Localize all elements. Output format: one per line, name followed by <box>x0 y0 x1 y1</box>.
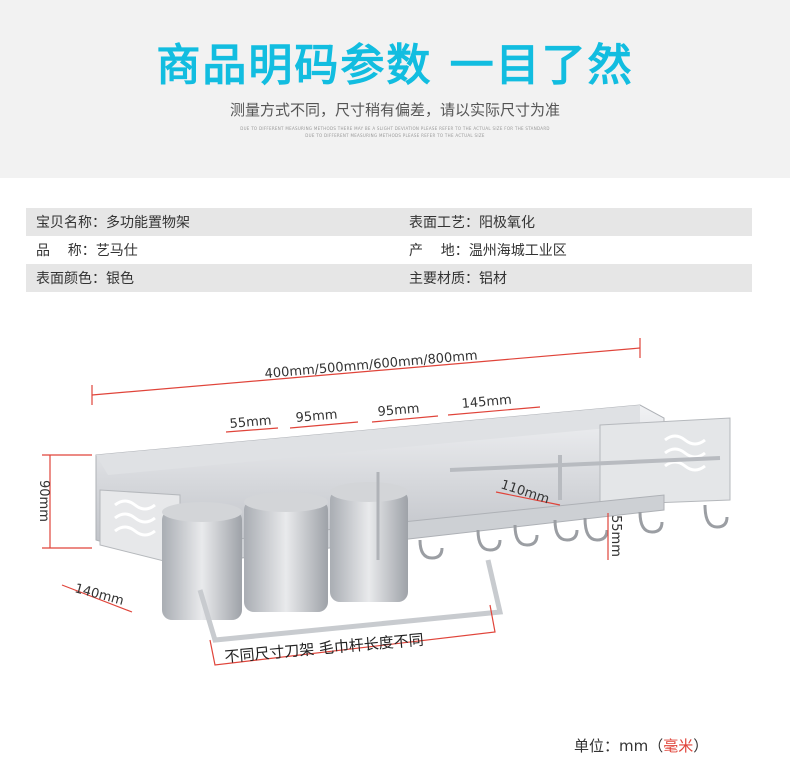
spec-label: 表面颜色： <box>36 271 106 287</box>
unit-note: 单位：mm（毫米） <box>574 735 708 756</box>
unit-suffix: ） <box>693 737 709 755</box>
fine-print-line: DUE TO DIFFERENT MEASURING METHODS THERE… <box>240 126 550 131</box>
fine-print-line: DUE TO DIFFERENT MEASURING METHODS PLEAS… <box>305 133 485 138</box>
rack-illustration <box>95 404 731 643</box>
dim-label-slot: 55mm <box>229 413 272 432</box>
page-subtitle: 测量方式不同，尺寸稍有偏差，请以实际尺寸为准 <box>229 101 560 119</box>
spec-value: 温州海城工业区 <box>468 243 567 259</box>
dim-label-hook: 55mm <box>608 515 623 557</box>
unit-prefix: 单位：mm（ <box>574 737 664 755</box>
spec-row: 品 称：艺马仕 产 地：温州海城工业区 <box>26 236 752 264</box>
spec-row: 宝贝名称：多功能置物架 表面工艺：阳极氧化 <box>26 208 752 236</box>
spec-value: 银色 <box>106 271 134 287</box>
spec-value: 多功能置物架 <box>106 215 190 231</box>
dimension-lines <box>42 338 641 666</box>
unit-highlight: 毫米 <box>663 737 694 755</box>
spec-label: 品 称： <box>36 243 96 259</box>
page-title: 商品明码参数 一目了然 <box>156 40 634 91</box>
dim-label-slot: 145mm <box>461 393 512 412</box>
dim-label-slot: 95mm <box>377 401 420 420</box>
dim-label-slot: 95mm <box>295 407 338 426</box>
spec-table: 宝贝名称：多功能置物架 表面工艺：阳极氧化 品 称：艺马仕 产 地：温州海城工业… <box>26 208 752 292</box>
spec-value: 铝材 <box>479 271 507 287</box>
spec-value: 艺马仕 <box>95 243 138 259</box>
spec-label: 表面工艺： <box>409 215 479 231</box>
spec-row: 表面颜色：银色 主要材质：铝材 <box>26 264 752 292</box>
dim-label-height: 90mm <box>36 480 51 522</box>
spec-label: 主要材质： <box>409 271 479 287</box>
dim-label-total-length: 400mm/500mm/600mm/800mm <box>264 348 478 382</box>
header-banner <box>0 0 790 178</box>
spec-label: 产 地： <box>409 243 469 259</box>
spec-label: 宝贝名称： <box>36 215 106 231</box>
spec-value: 阳极氧化 <box>479 215 535 231</box>
product-dimension-diagram: 400mm/500mm/600mm/800mm 55mm 95mm 95mm 1… <box>36 338 731 666</box>
dim-label-depth: 140mm <box>73 581 125 608</box>
